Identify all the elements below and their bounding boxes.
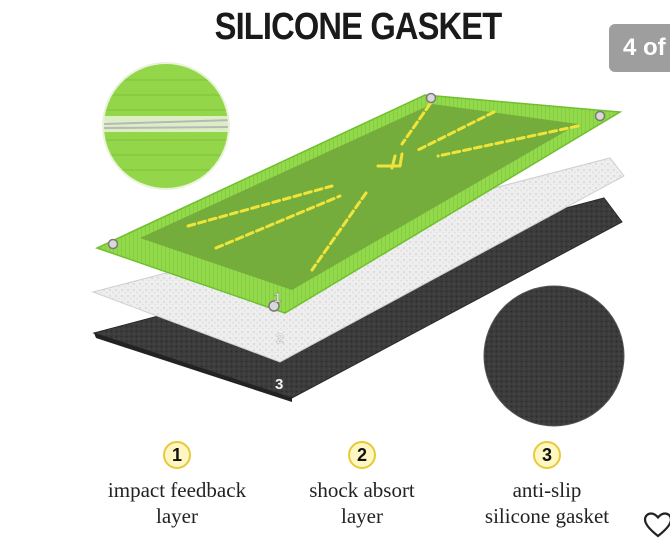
rubber-zoom-circle: [484, 286, 624, 426]
layer-3-badge: 3: [533, 441, 561, 469]
image-counter: 4 of: [609, 24, 670, 72]
layer-3-caption-line1: anti-slip: [512, 478, 582, 502]
layer-2-badge: 2: [348, 441, 376, 469]
layer-1-caption: impact feedback layer: [77, 477, 277, 529]
page-title: SILICONE GASKET: [214, 6, 503, 48]
layer-3-caption: anti-slip silicone gasket: [447, 477, 647, 529]
layer-tag-2: 2: [276, 330, 284, 346]
layer-2-caption-line2: layer: [341, 504, 383, 528]
turf-zoom-circle: [103, 63, 229, 189]
layer-2-caption: shock absort layer: [262, 477, 462, 529]
layer-1-badge: 1: [163, 441, 191, 469]
guide-lines: [186, 102, 580, 272]
layer-tag-3: 3: [275, 376, 283, 393]
grommets: [107, 92, 606, 312]
layer-1-caption-line1: impact feedback: [107, 478, 247, 502]
layer-3-caption-line2: silicone gasket: [484, 504, 610, 528]
layer-1-caption-line2: layer: [156, 504, 198, 528]
layer-tag-1: 1: [274, 290, 281, 305]
heart-icon[interactable]: [643, 510, 670, 540]
layer-2-caption-line1: shock absort: [309, 478, 415, 502]
